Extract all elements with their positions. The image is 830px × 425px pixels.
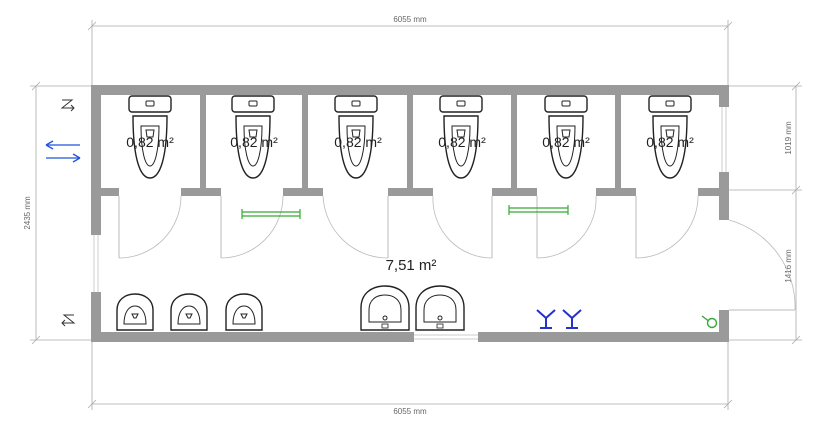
- dimension-right-lower-label: 1416 mm: [784, 249, 793, 283]
- grab-bars: [241, 205, 569, 219]
- dimension-bottom: 6055 mm: [87, 340, 733, 416]
- cabin-doors: [118, 195, 699, 259]
- sinks: [360, 285, 465, 331]
- cabin-door-5: [536, 195, 597, 259]
- cabin-5-area: 0,82 m²: [542, 134, 590, 150]
- dimension-bottom-label: 6055 mm: [393, 407, 427, 416]
- sink-icon: [360, 285, 410, 331]
- grab-bar-icon: [241, 209, 301, 219]
- toilet-icon: [231, 95, 275, 179]
- vent-arrow-icon: [61, 314, 76, 327]
- vent-arrow-icon: [60, 99, 75, 112]
- cabin-3-area: 0,82 m²: [334, 134, 382, 150]
- dimension-left-label: 2435 mm: [23, 196, 32, 230]
- cabin-door-6: [635, 195, 699, 259]
- cabin-6-area: 0,82 m²: [646, 134, 694, 150]
- cabin-door-1: [118, 195, 182, 259]
- toilet-icon: [334, 95, 378, 179]
- cabin-door-4: [432, 195, 493, 259]
- dimension-top-label: 6055 mm: [393, 15, 427, 24]
- cabin-door-2: [220, 195, 284, 259]
- toilets: [128, 95, 692, 179]
- urinal-icon: [116, 293, 154, 331]
- water-tap-icon: [562, 309, 582, 329]
- flow-arrows-icon: [45, 140, 81, 163]
- urinal-icon: [225, 293, 263, 331]
- windows: [93, 107, 727, 340]
- urinal-icon: [170, 293, 208, 331]
- cabin-door-3: [322, 195, 389, 259]
- toilet-icon: [544, 95, 588, 179]
- cabin-area-labels: 0,82 m² 0,82 m² 0,82 m² 0,82 m² 0,82 m² …: [126, 134, 694, 150]
- water-tap-icon: [536, 309, 556, 329]
- dimension-left: 2435 mm: [23, 81, 92, 345]
- urinals: [116, 293, 263, 331]
- dimension-right: 1019 mm 1416 mm: [728, 81, 802, 345]
- cabin-1-area: 0,82 m²: [126, 134, 174, 150]
- hall-area: 7,51 m²: [386, 257, 437, 274]
- dimension-right-upper-label: 1019 mm: [784, 121, 793, 155]
- sink-icon: [415, 285, 465, 331]
- dimension-top: 6055 mm: [87, 15, 733, 86]
- walls: [91, 85, 729, 342]
- cabin-2-area: 0,82 m²: [230, 134, 278, 150]
- grab-bar-icon: [508, 205, 569, 215]
- toilet-icon: [439, 95, 483, 179]
- water-taps: [536, 309, 582, 329]
- toilet-icon: [648, 95, 692, 179]
- cabin-4-area: 0,82 m²: [438, 134, 486, 150]
- entrance-door[interactable]: [701, 219, 796, 329]
- toilet-icon: [128, 95, 172, 179]
- door-lock-icon: [706, 317, 718, 329]
